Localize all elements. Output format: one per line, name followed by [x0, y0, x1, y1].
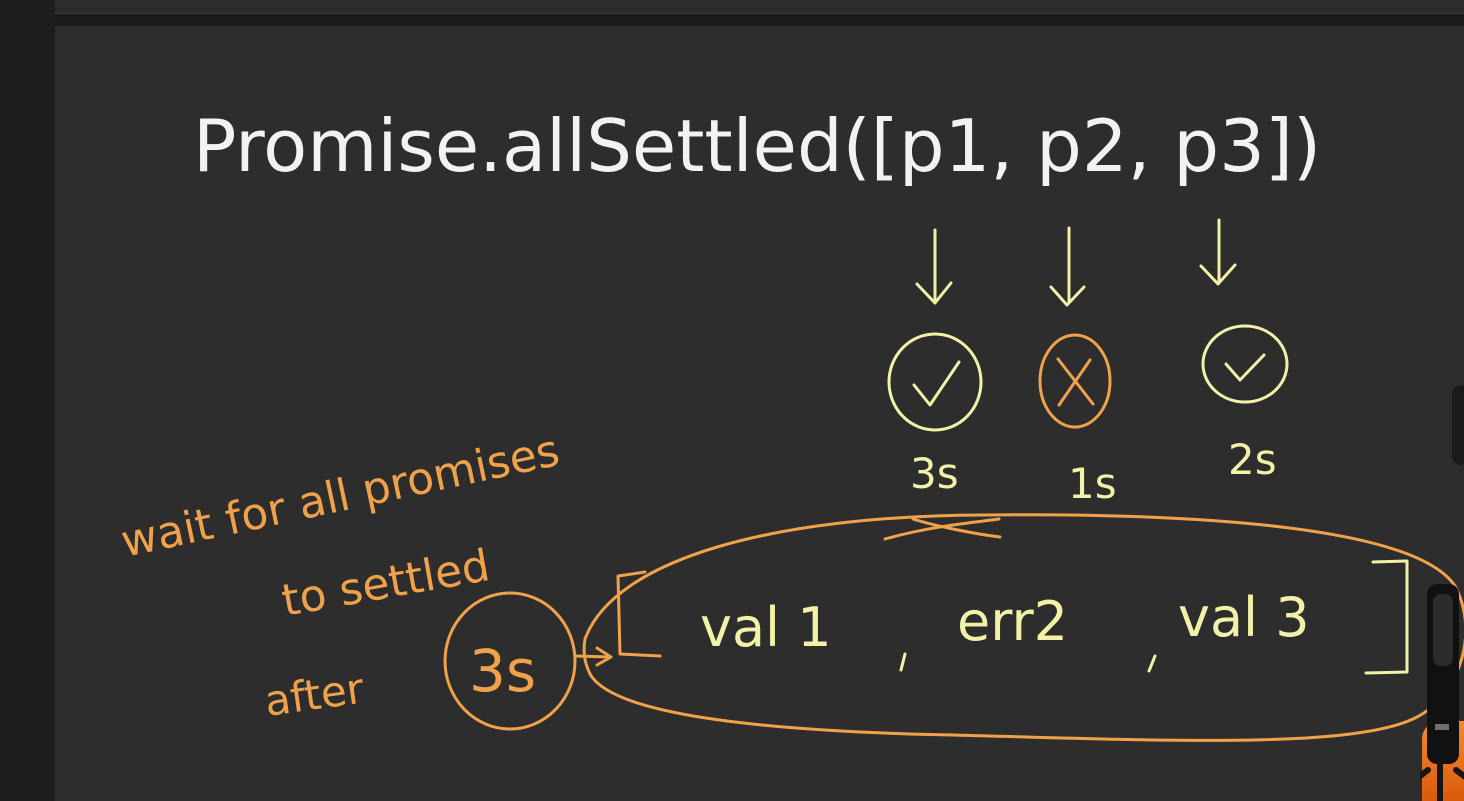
- note-line-1: wait for all promises: [117, 425, 564, 568]
- result-open-bracket: [616, 570, 662, 658]
- after-label: after: [262, 663, 368, 725]
- after-time: 3s: [469, 637, 536, 705]
- microphone-icon: [1420, 584, 1464, 801]
- whiteboard-canvas[interactable]: Promise.allSettled([p1, p2, p3]): [55, 26, 1464, 801]
- connector-line: [573, 654, 612, 659]
- connector-arrowhead-icon: [595, 646, 613, 667]
- top-toolbar: [55, 0, 1464, 14]
- arrow-p1-icon: [915, 228, 953, 305]
- x-circle-icon: [1038, 333, 1112, 429]
- result-value-3: val 3: [1178, 586, 1310, 649]
- result-value-1: val 1: [700, 596, 832, 659]
- arrow-p2-icon: [1049, 226, 1086, 307]
- check-circle-icon: [1201, 324, 1289, 404]
- time-circle-icon: [443, 591, 577, 731]
- result-value-2: err2: [957, 590, 1068, 653]
- left-rail: [0, 0, 55, 801]
- check-circle-icon: [887, 332, 983, 432]
- result-close-bracket: [1364, 559, 1409, 675]
- comma-1: [899, 652, 907, 672]
- p1-time: 3s: [910, 449, 959, 498]
- arrow-p3-icon: [1199, 218, 1237, 286]
- drawing-surface[interactable]: Promise.allSettled([p1, p2, p3]): [55, 26, 1464, 801]
- p3-time: 2s: [1228, 435, 1277, 484]
- p2-time: 1s: [1068, 459, 1117, 508]
- comma-2: [1147, 654, 1157, 673]
- presenter-shadow: [1452, 385, 1464, 465]
- title-text: Promise.allSettled([p1, p2, p3]): [193, 104, 1321, 188]
